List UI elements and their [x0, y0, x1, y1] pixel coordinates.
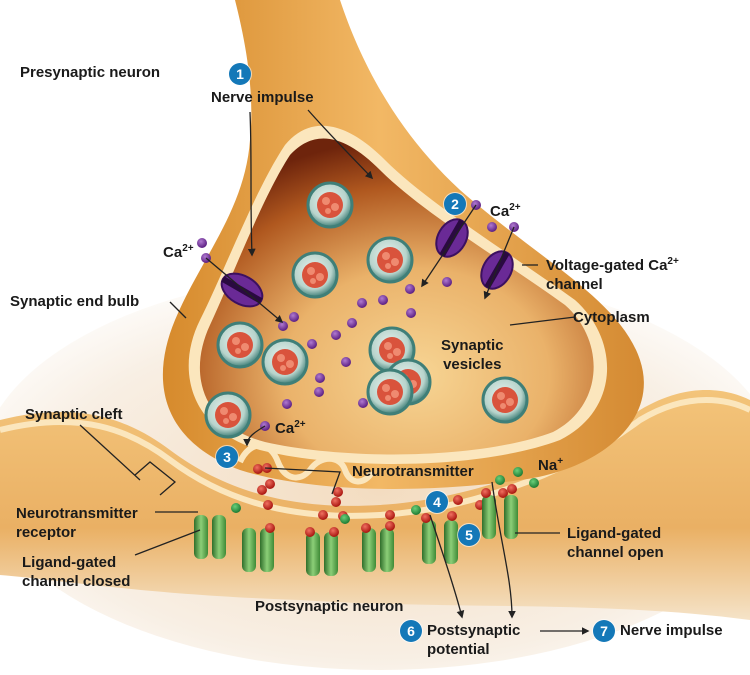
- channel-open: [481, 484, 518, 539]
- synaptic-vesicles: [204, 181, 529, 439]
- step-7-badge: 7: [593, 620, 615, 642]
- label-voltage-gated-channel: Voltage-gated Ca2+ channel: [546, 256, 679, 294]
- arrow-exocytosis: [243, 425, 266, 447]
- arrow-impulse-right: [307, 109, 374, 180]
- voltage-gated-text-2: channel: [546, 276, 603, 293]
- calcium-ions: [197, 200, 519, 431]
- vesicle: [366, 368, 414, 416]
- ligand-gated-channels: [194, 484, 518, 576]
- vesicle: [216, 321, 264, 369]
- label-postsynaptic-potential: Postsynaptic potential: [427, 621, 520, 659]
- lg-open-text: Ligand-gated: [567, 525, 662, 542]
- label-synaptic-cleft: Synaptic cleft: [25, 406, 123, 423]
- label-na: Na+: [538, 456, 563, 475]
- lg-open-text-2: channel open: [567, 544, 664, 561]
- arrow-postsynaptic-2: [491, 481, 516, 619]
- ca-text: Ca: [275, 420, 295, 437]
- line-synaptic-cleft: [79, 424, 141, 481]
- step-5-badge: 5: [458, 524, 480, 546]
- voltage-gated-text: Voltage-gated Ca: [546, 257, 668, 274]
- na-text: Na: [538, 457, 558, 474]
- label-ca-right: Ca2+: [490, 202, 521, 221]
- vesicle: [366, 236, 414, 284]
- label-synaptic-end-bulb: Synaptic end bulb: [10, 293, 140, 310]
- lg-closed-text-2: channel closed: [22, 573, 131, 590]
- channel-closed: [194, 515, 226, 559]
- ca-charge: 2+: [667, 256, 679, 267]
- ca-charge: 2+: [509, 202, 521, 213]
- step-4-badge: 4: [426, 491, 448, 513]
- vesicle: [306, 181, 354, 229]
- label-postsynaptic-neuron: Postsynaptic neuron: [255, 598, 404, 615]
- vesicle: [261, 338, 309, 386]
- label-lg-closed: Ligand-gated channel closed: [22, 553, 130, 591]
- channel-closed: [305, 527, 339, 576]
- arrow-postsynaptic-1: [429, 514, 465, 619]
- ca-text: Ca: [163, 244, 183, 261]
- leader-lines: [79, 109, 590, 635]
- label-nerve-impulse-bottom: Nerve impulse: [620, 622, 723, 639]
- label-ca-left: Ca2+: [163, 243, 194, 262]
- label-nerve-impulse-top: Nerve impulse: [211, 89, 314, 106]
- line-cytoplasm: [509, 316, 576, 326]
- postsynaptic-potential-text: Postsynaptic: [427, 622, 521, 639]
- label-presynaptic-neuron: Presynaptic neuron: [20, 64, 161, 81]
- nt-receptor-text-2: receptor: [16, 524, 77, 541]
- arrow-ca-influx-right-2: [483, 226, 515, 300]
- synaptic-vesicles-text-2: vesicles: [443, 356, 502, 373]
- bracket-synaptic-cleft: [134, 461, 177, 496]
- label-cytoplasm: Cytoplasm: [573, 309, 650, 326]
- label-synaptic-vesicles: Synaptic vesicles: [441, 336, 504, 374]
- label-lg-open: Ligand-gated channel open: [567, 524, 664, 562]
- vesicle: [291, 251, 339, 299]
- arrow-ca-influx-right-1: [421, 204, 477, 288]
- na-charge: +: [557, 456, 564, 467]
- synaptic-vesicles-text: Synaptic: [441, 337, 504, 354]
- arrow-impulse-left: [247, 111, 256, 257]
- line-end-bulb: [169, 301, 187, 319]
- ca-text: Ca: [490, 203, 510, 220]
- line-neurotransmitter: [264, 467, 341, 495]
- ca-charge: 2+: [182, 243, 194, 254]
- sodium-ions: [231, 467, 539, 524]
- lg-closed-text: Ligand-gated: [22, 554, 117, 571]
- step-6-badge: 6: [400, 620, 422, 642]
- label-nt-receptor: Neurotransmitter receptor: [16, 504, 138, 542]
- postsynaptic-neuron-membrane: [0, 390, 750, 620]
- channel-open: [421, 511, 458, 564]
- vesicle: [481, 376, 529, 424]
- vesicle: [204, 391, 252, 439]
- line-lg-closed: [134, 529, 201, 556]
- label-ca-bottom: Ca2+: [275, 419, 306, 438]
- ca-charge: 2+: [294, 419, 306, 430]
- channel-closed: [361, 521, 395, 572]
- postsynaptic-membrane-highlight: [0, 397, 750, 519]
- channel-closed: [242, 523, 275, 572]
- postsynaptic-potential-text-2: potential: [427, 641, 490, 658]
- step-3-badge: 3: [216, 446, 238, 468]
- arrow-ca-influx-left: [205, 257, 284, 324]
- nt-receptor-text: Neurotransmitter: [16, 505, 138, 522]
- step-1-badge: 1: [229, 63, 251, 85]
- label-neurotransmitter: Neurotransmitter: [352, 463, 474, 480]
- step-2-badge: 2: [444, 193, 466, 215]
